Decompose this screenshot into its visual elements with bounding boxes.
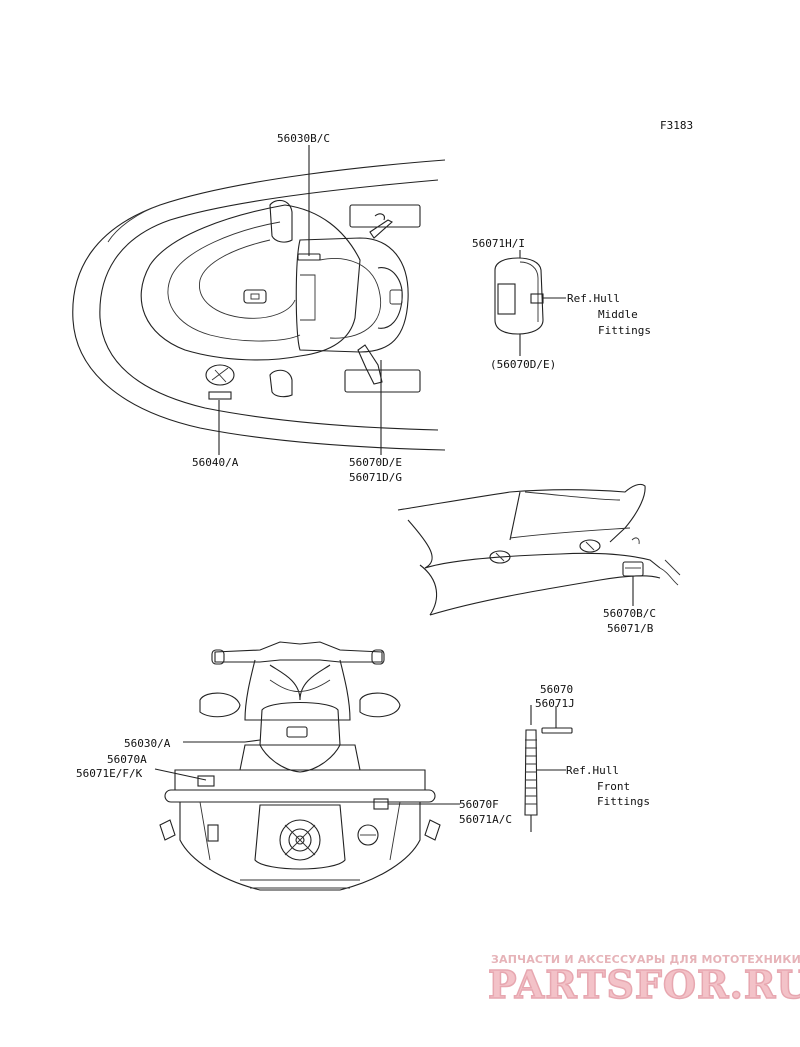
front-ref-fittings: Fittings: [597, 795, 650, 808]
callout-56070bc: 56070B/C: [603, 607, 656, 620]
callout-56071b: 56071/B: [607, 622, 654, 635]
top-view-watercraft: [72, 145, 446, 455]
seat-side-view: [397, 483, 681, 616]
watermark-logo: PARTSFOR.RU: [487, 961, 800, 1008]
callout-56071efk: 56071E/F/K: [76, 767, 143, 780]
front-ref-front: Front: [597, 780, 630, 793]
inset-ref-fittings: Fittings: [598, 324, 651, 337]
callout-56070de: 56070D/E: [349, 456, 402, 469]
callout-56030a: 56030/A: [124, 737, 171, 750]
callout-56030bc: 56030B/C: [277, 132, 330, 145]
callout-56071ac: 56071A/C: [459, 813, 512, 826]
callout-56070de-paren: (56070D/E): [490, 358, 556, 371]
inset-ref-hull: Ref.Hull: [567, 292, 620, 305]
callout-56071dg: 56071D/G: [349, 471, 402, 484]
middle-fitting-inset: [494, 250, 566, 356]
callout-56071j: 56071J: [535, 697, 575, 710]
inset-ref-middle: Middle: [598, 308, 638, 321]
callout-56070a: 56070A: [107, 753, 147, 766]
callout-56071hi: 56071H/I: [472, 237, 525, 250]
watermark-tagline: ЗАПЧАСТИ И АКСЕССУАРЫ ДЛЯ МОТОТЕХНИКИ: [491, 953, 800, 966]
callout-56040a: 56040/A: [192, 456, 239, 469]
front-fittings-part: [524, 705, 573, 832]
rear-view-watercraft: [154, 641, 460, 891]
callout-56070f: 56070F: [459, 798, 499, 811]
callout-56070: 56070: [540, 683, 573, 696]
front-ref-hull: Ref.Hull: [566, 764, 619, 777]
figure-code: F3183: [660, 119, 693, 132]
